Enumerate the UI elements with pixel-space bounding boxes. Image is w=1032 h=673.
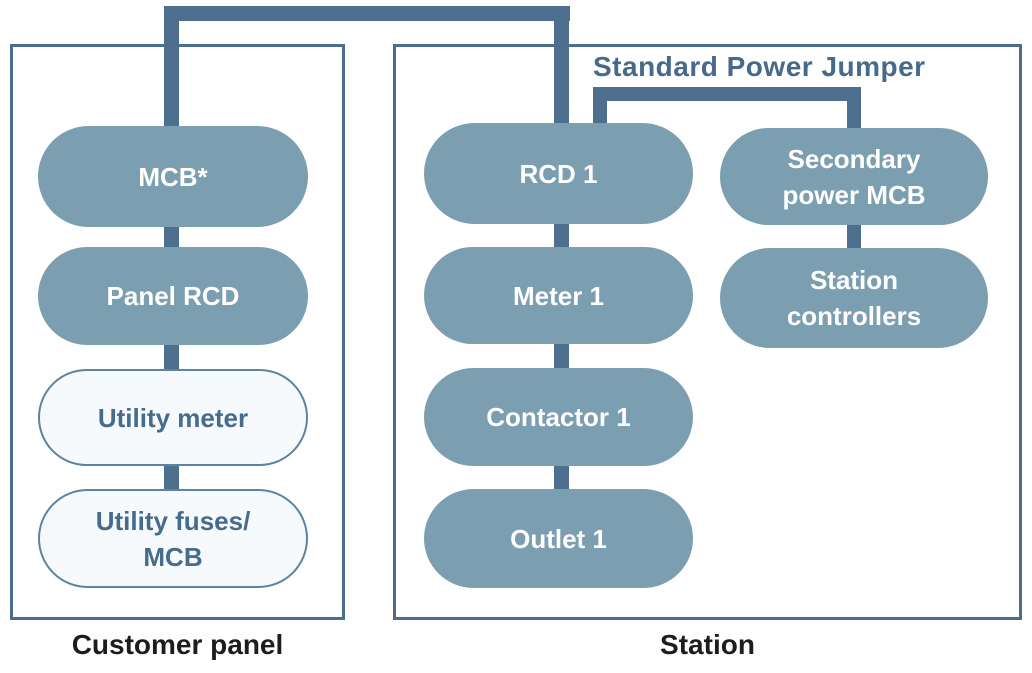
jumper-line-left-stub (593, 87, 607, 133)
feed-line-top-bar (164, 6, 570, 21)
node-contactor-1: Contactor 1 (424, 368, 693, 466)
jumper-line-bar (593, 87, 859, 101)
customer-panel-caption: Customer panel (71, 629, 284, 660)
node-meter-1: Meter 1 (424, 247, 693, 344)
node-outlet-1: Outlet 1 (424, 489, 693, 588)
node-mcb: MCB* (38, 126, 308, 227)
node-secondary-power-mcb: Secondary power MCB (720, 128, 988, 225)
node-station-controllers: Station controllers (720, 248, 988, 348)
customer-panel-box (10, 44, 345, 620)
station-panel-caption: Station (660, 629, 755, 660)
node-utility-fuses-mcb: Utility fuses/ MCB (38, 489, 308, 588)
station-panel-box (393, 44, 1022, 620)
standard-power-jumper-label: Standard Power Jumper (593, 51, 926, 82)
node-panel-rcd: Panel RCD (38, 247, 308, 345)
node-rcd-1: RCD 1 (424, 123, 693, 224)
node-utility-meter: Utility meter (38, 369, 308, 466)
